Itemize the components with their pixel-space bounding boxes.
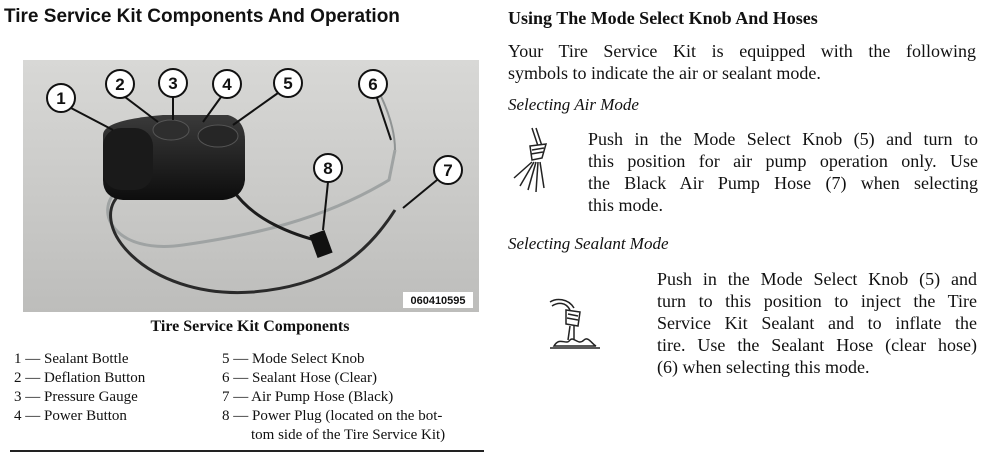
- legend-item-continued: tom side of the Tire Service Kit): [251, 427, 446, 443]
- bottom-rule: [10, 450, 484, 452]
- air-mode-heading: Selecting Air Mode: [508, 95, 639, 114]
- sealant-mode-line: Push in the Mode Select Knob (5) and: [657, 269, 977, 289]
- sealant-mode-line: (6) when selecting this mode.: [657, 357, 870, 377]
- sealant-mode-line: turn to this position to inject the Tire: [657, 291, 977, 311]
- air-mode-line: this mode.: [588, 195, 663, 215]
- legend-item: 2 — Deflation Button: [14, 370, 146, 386]
- sealant-mode-icon: [540, 296, 610, 363]
- legend-item: 7 — Air Pump Hose (Black): [222, 389, 394, 405]
- legend-column-2: 5 — Mode Select Knob 6 — Sealant Hose (C…: [222, 350, 492, 445]
- intro-line: Your Tire Service Kit is equipped with t…: [508, 41, 976, 61]
- callout-4: 4: [222, 75, 232, 94]
- callout-2: 2: [115, 75, 124, 94]
- sealant-mode-paragraph: Push in the Mode Select Knob (5) and tur…: [657, 268, 977, 378]
- sealant-mode-line: Service Kit Sealant and to inflate the: [657, 313, 977, 333]
- right-section-title: Using The Mode Select Knob And Hoses: [508, 8, 818, 28]
- air-mode-icon: [510, 126, 558, 201]
- callout-8: 8: [323, 159, 332, 178]
- air-mode-line: the Black Air Pump Hose (7) when selecti…: [588, 173, 978, 193]
- callout-7: 7: [443, 161, 452, 180]
- air-mode-paragraph: Push in the Mode Select Knob (5) and tur…: [588, 128, 978, 216]
- legend-item: 4 — Power Button: [14, 408, 127, 424]
- left-section-title: Tire Service Kit Components And Operatio…: [4, 6, 400, 27]
- legend-item: 8 — Power Plug (located on the bot-: [222, 408, 443, 424]
- air-mode-line: Push in the Mode Select Knob (5) and tur…: [588, 129, 978, 149]
- tire-service-kit-photo: 1 2 3 4 5 6 7 8 060410595: [23, 60, 479, 312]
- callout-1: 1: [56, 89, 65, 108]
- legend-item: 6 — Sealant Hose (Clear): [222, 370, 377, 386]
- image-code: 060410595: [410, 295, 465, 307]
- sealant-mode-line: tire. Use the Sealant Hose (clear hose): [657, 335, 977, 355]
- legend-item: 3 — Pressure Gauge: [14, 389, 138, 405]
- photo-caption: Tire Service Kit Components: [150, 318, 350, 335]
- callout-5: 5: [283, 74, 292, 93]
- intro-paragraph: Your Tire Service Kit is equipped with t…: [508, 40, 976, 84]
- legend-item: 1 — Sealant Bottle: [14, 351, 129, 367]
- callout-6: 6: [368, 75, 377, 94]
- sealant-mode-heading: Selecting Sealant Mode: [508, 234, 669, 253]
- intro-line: symbols to indicate the air or sealant m…: [508, 63, 821, 83]
- legend-column-1: 1 — Sealant Bottle 2 — Deflation Button …: [14, 350, 145, 426]
- air-mode-line: this position for air pump operation onl…: [588, 151, 978, 171]
- callout-3: 3: [168, 74, 177, 93]
- legend-item: 5 — Mode Select Knob: [222, 351, 365, 367]
